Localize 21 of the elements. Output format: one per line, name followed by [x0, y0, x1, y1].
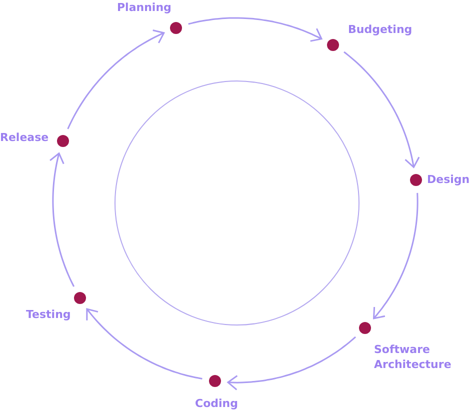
- arrow: [86, 308, 202, 380]
- arrow: [227, 336, 356, 390]
- stage-label: Coding: [195, 396, 238, 411]
- dot-marker: [209, 375, 221, 387]
- stage-label: Software Architecture: [374, 342, 452, 372]
- stage-label: Design: [427, 172, 470, 187]
- stage-label: Testing: [26, 307, 71, 322]
- dot-marker: [410, 174, 422, 186]
- arrow: [49, 152, 75, 287]
- arrow: [373, 192, 418, 320]
- dot-marker: [170, 22, 182, 34]
- arrow: [67, 29, 165, 130]
- dot-marker: [359, 322, 371, 334]
- arrow: [188, 17, 322, 42]
- stage-label: Planning: [117, 0, 172, 15]
- stage-label: Budgeting: [348, 22, 412, 37]
- dot-marker: [74, 292, 86, 304]
- arrow: [344, 51, 420, 168]
- dot-marker: [327, 39, 339, 51]
- dot-marker: [57, 135, 69, 147]
- stage-label: Release: [0, 130, 49, 145]
